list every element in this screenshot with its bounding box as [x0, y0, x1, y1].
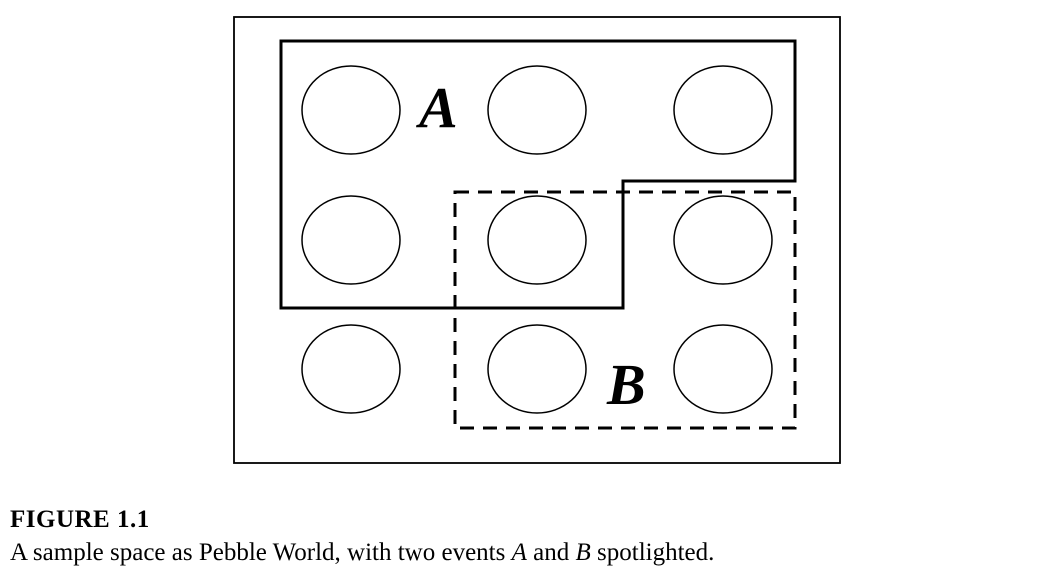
- caption-event-b: B: [575, 539, 591, 566]
- caption-text: and: [526, 539, 576, 566]
- caption-event-a: A: [511, 539, 527, 566]
- pebble-grid: [301, 65, 773, 414]
- pebble-world-diagram: A B: [233, 16, 841, 464]
- pebble: [301, 324, 401, 414]
- pebble: [673, 324, 773, 414]
- event-a-outline: [279, 39, 797, 310]
- figure-caption: A sample space as Pebble World, with two…: [10, 536, 1050, 570]
- pebble: [301, 65, 401, 155]
- pebble: [673, 65, 773, 155]
- figure-caption-block: FIGURE 1.1 A sample space as Pebble Worl…: [10, 504, 1050, 570]
- figure-label: FIGURE 1.1: [10, 506, 150, 533]
- pebble: [301, 195, 401, 285]
- event-b-outline: [453, 190, 797, 430]
- event-b-label: B: [606, 352, 646, 417]
- sample-space-border: [233, 16, 841, 464]
- caption-text: spotlighted.: [590, 539, 715, 566]
- pebble: [487, 65, 587, 155]
- event-a-label: A: [416, 75, 458, 140]
- pebble: [673, 195, 773, 285]
- pebble: [487, 195, 587, 285]
- caption-text: A sample space as Pebble World, with two…: [10, 539, 512, 566]
- pebble: [487, 324, 587, 414]
